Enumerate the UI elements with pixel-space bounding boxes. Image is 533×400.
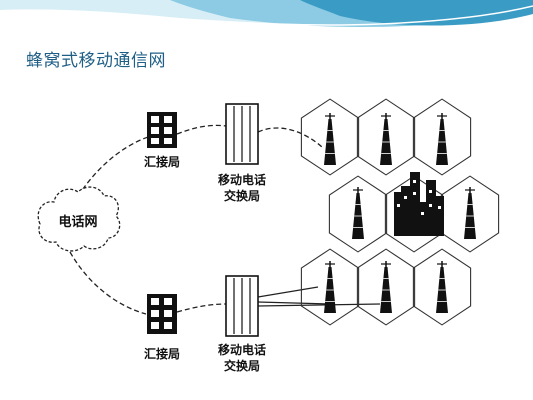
base-station-tower: [464, 187, 476, 239]
cellular-network-diagram: 电话网 汇接局 汇接局: [37, 98, 500, 373]
tandem-window: [164, 298, 172, 305]
hexagon-cell: [356, 98, 416, 176]
tandem-window: [164, 138, 172, 144]
tandem-window: [164, 310, 172, 317]
hexagon-cell: [412, 98, 472, 176]
link-switch-bottom-to-cells-1: [257, 286, 319, 298]
building: [401, 186, 411, 236]
base-station-tower: [324, 113, 336, 165]
tandem-window: [151, 298, 159, 305]
tandem-window: [164, 116, 172, 123]
tandem-window: [151, 116, 159, 123]
tandem-window: [164, 322, 172, 329]
link-tandem-top-to-switch-top: [176, 124, 227, 135]
mobile-switch-top-label-line1: 移动电话: [218, 172, 266, 187]
header-decoration: [0, 0, 533, 28]
city-buildings: [394, 172, 444, 236]
link-network-to-tandem-bottom: [69, 251, 147, 315]
base-station-tower: [324, 261, 336, 313]
slide-title: 蜂窝式移动通信网: [26, 51, 166, 71]
base-station-tower: [380, 113, 392, 165]
hexagon-cell: [328, 175, 388, 253]
tandem-window: [151, 310, 159, 317]
base-station-tower: [352, 187, 364, 239]
building: [426, 180, 436, 236]
solid-switch-links: [257, 286, 381, 307]
mobile-switch-bottom-label-line1: 移动电话: [218, 342, 266, 357]
telephone-network-label: 电话网: [58, 214, 97, 230]
building: [419, 202, 427, 236]
building-windows: [397, 180, 441, 215]
link-tandem-bottom-to-switch-bottom: [176, 303, 227, 313]
hexagon-cell: [300, 98, 360, 176]
link-switch-top-to-cells: [257, 127, 323, 148]
base-station-towers: [324, 113, 476, 313]
link-switch-bottom-to-cells-2: [257, 301, 331, 305]
mobile-switch-top: 移动电话 交换局: [218, 103, 266, 203]
tandem-exchange-bottom: 汇接局: [144, 294, 180, 361]
building: [435, 196, 444, 236]
mobile-switch-bottom-label-line2: 交换局: [224, 358, 260, 373]
hexagon-cell: [300, 248, 360, 326]
telephone-network-cloud: 电话网: [37, 186, 121, 252]
building: [410, 172, 420, 236]
hexagon-cell: [356, 248, 416, 326]
header-band-dark: [300, 0, 533, 26]
link-switch-bottom-to-cells-3: [257, 303, 381, 307]
tandem-window: [164, 127, 172, 134]
building: [394, 192, 402, 236]
tandem-exchange-top: 汇接局: [144, 112, 180, 169]
base-station-tower: [436, 113, 448, 165]
link-network-to-tandem-top: [69, 136, 149, 211]
base-station-tower: [380, 261, 392, 313]
hexagon-cell: [412, 248, 472, 326]
hexagon-cells: [300, 98, 500, 326]
header-swoosh-line: [0, 5, 533, 26]
mobile-switch-top-label-line2: 交换局: [224, 188, 260, 203]
base-station-tower: [436, 261, 448, 313]
cloud-outline: [37, 186, 121, 252]
tandem-exchange-bottom-label: 汇接局: [144, 346, 180, 361]
tandem-window: [151, 138, 159, 144]
tandem-window: [151, 127, 159, 134]
connection-links: [69, 124, 323, 315]
tandem-exchange-top-label: 汇接局: [144, 154, 180, 169]
mobile-switch-bottom: 移动电话 交换局: [218, 275, 266, 373]
tandem-window: [151, 322, 159, 329]
